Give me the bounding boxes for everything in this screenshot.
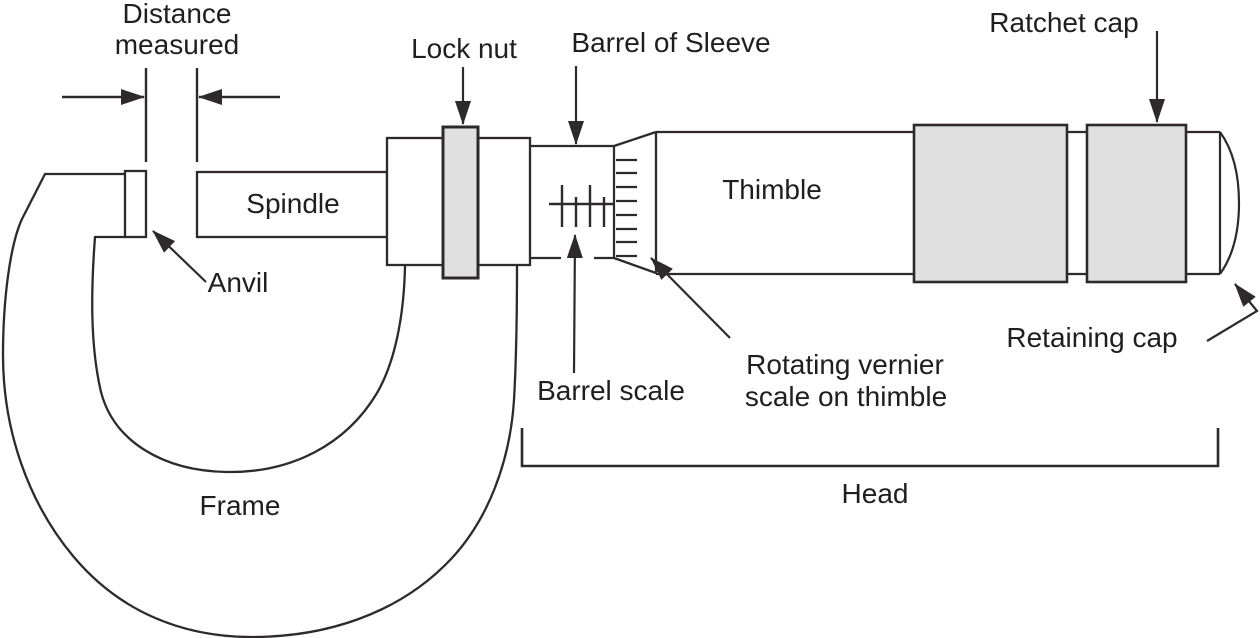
dimension-lines bbox=[62, 68, 280, 162]
label-leaders bbox=[152, 31, 1259, 374]
label-distance-measured-line1: Distance bbox=[123, 0, 232, 29]
ratchet-cap-shape bbox=[1085, 123, 1188, 284]
label-thimble: Thimble bbox=[722, 174, 822, 205]
label-spindle: Spindle bbox=[246, 188, 339, 219]
vernier-scale-marks bbox=[616, 158, 637, 258]
label-distance-measured-line2: measured bbox=[115, 29, 240, 60]
label-retaining-cap: Retaining cap bbox=[1006, 322, 1177, 353]
anvil-arrow bbox=[152, 230, 207, 283]
anvil-shape bbox=[123, 169, 148, 239]
frame-inner-path bbox=[91, 235, 407, 474]
label-barrel-of-sleeve: Barrel of Sleeve bbox=[571, 27, 770, 58]
barrel-scale-marks bbox=[549, 185, 613, 227]
thimble-shape bbox=[613, 130, 1220, 276]
label-lock-nut: Lock nut bbox=[411, 33, 517, 64]
label-head: Head bbox=[842, 478, 909, 509]
retaining-cap-shape bbox=[1218, 131, 1241, 275]
label-anvil: Anvil bbox=[208, 267, 269, 298]
barrel-scale-arrow bbox=[566, 234, 583, 374]
lock-nut-shape bbox=[441, 125, 480, 280]
retaining-cap-arrow bbox=[1206, 283, 1259, 342]
vernier-arrow bbox=[650, 257, 731, 339]
head-bracket bbox=[520, 428, 1220, 468]
label-frame: Frame bbox=[200, 490, 281, 521]
frame-outline bbox=[1, 172, 519, 638]
label-barrel-scale: Barrel scale bbox=[537, 375, 685, 406]
label-rotating-vernier-line1: Rotating vernier bbox=[746, 349, 944, 380]
knurled-sleeve-shape bbox=[912, 123, 1069, 284]
label-rotating-vernier-line2: scale on thimble bbox=[745, 381, 947, 412]
frame-outer-path bbox=[1, 172, 519, 638]
barrel-shape bbox=[530, 144, 616, 260]
label-ratchet-cap: Ratchet cap bbox=[989, 7, 1138, 38]
